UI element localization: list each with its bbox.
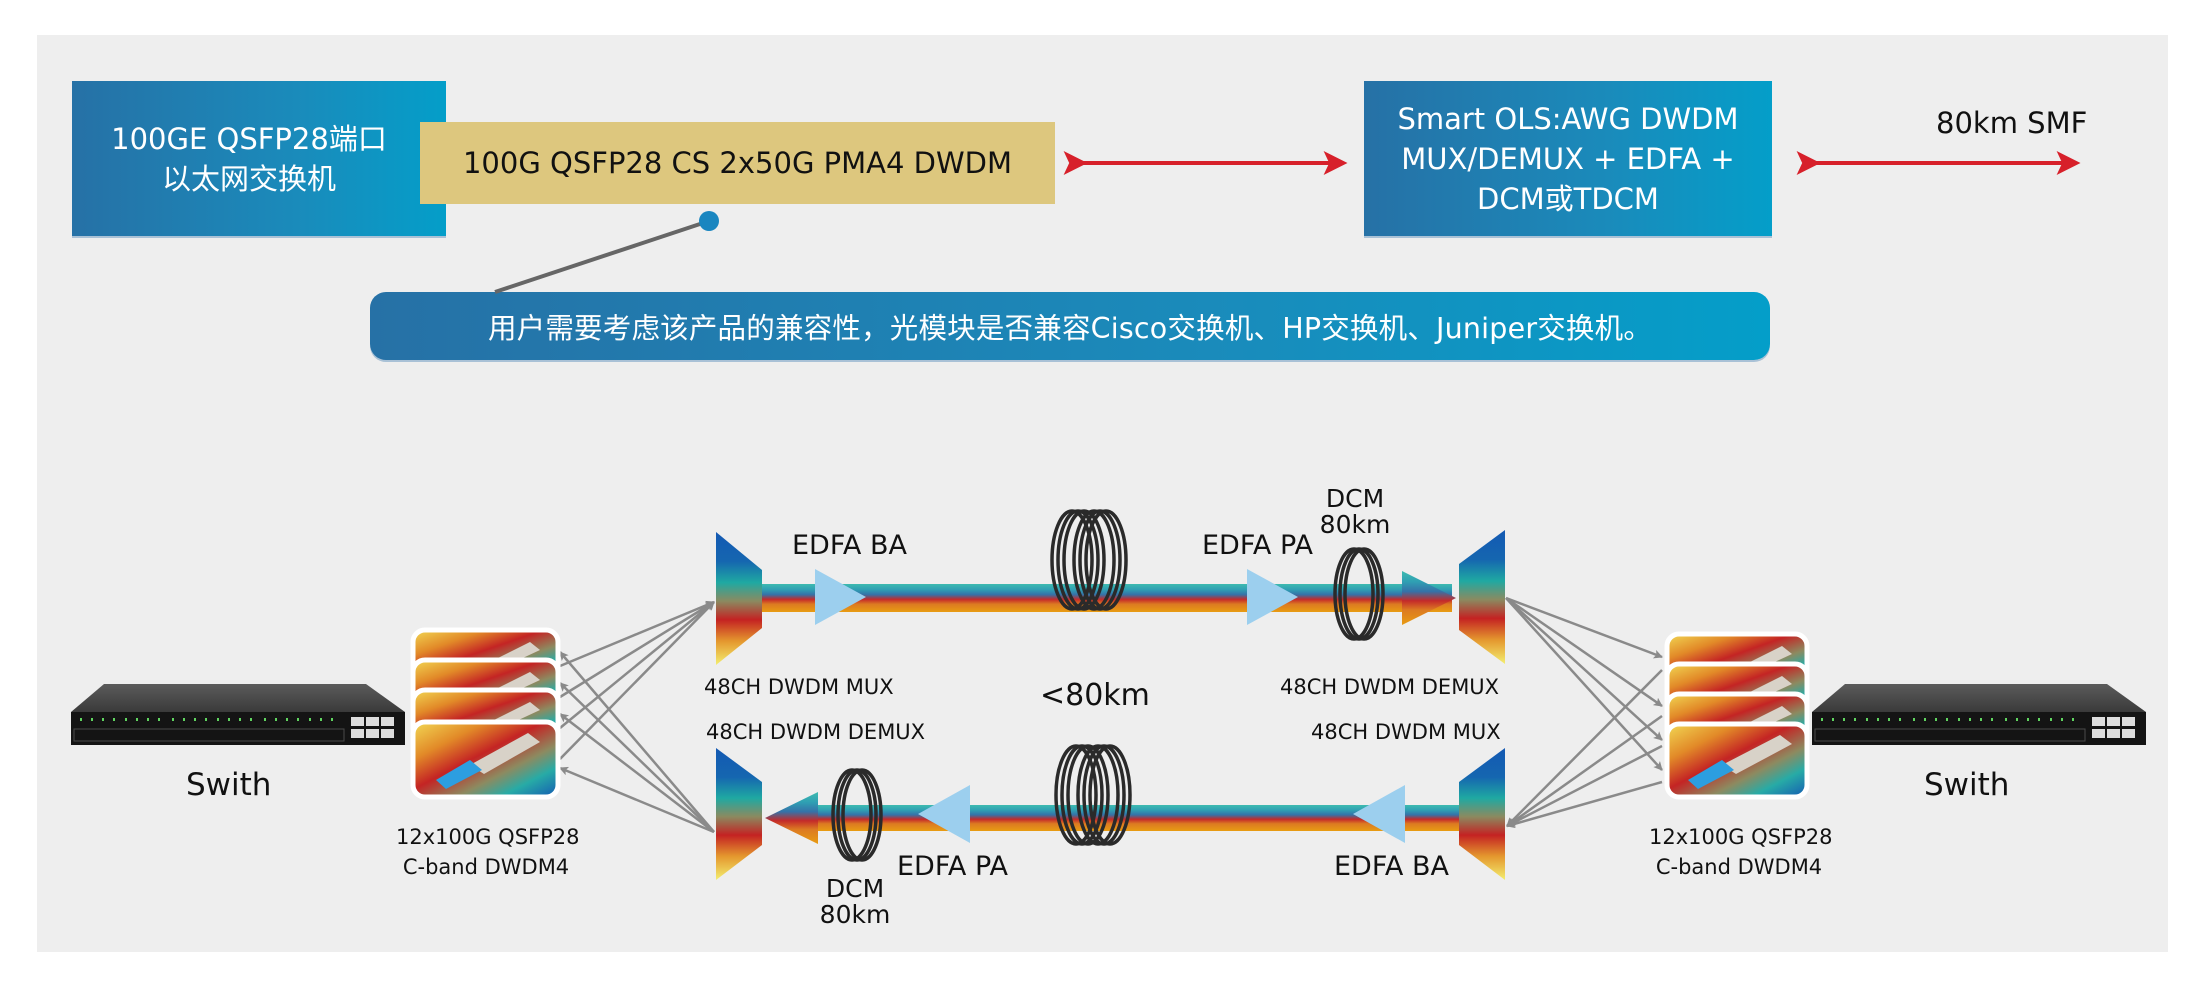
right-connectors xyxy=(1505,596,1663,829)
left-switch-label: Swith xyxy=(186,767,272,803)
right-mux-icon xyxy=(1459,748,1505,880)
ethernet-switch-box: 100GE QSFP28端口 以太网交换机 xyxy=(72,81,446,236)
smart-ols-line3: DCM或TDCM xyxy=(1477,181,1659,216)
lower-edfa-ba-icon xyxy=(1353,785,1405,843)
right-modules-label-line2: C-band DWDM4 xyxy=(1655,855,1823,879)
right-switch-icon xyxy=(1812,684,2146,745)
lower-right-device-label: 48CH DWDM MUX xyxy=(1311,720,1501,744)
ethernet-switch-line1: 100GE QSFP28端口 xyxy=(111,121,387,156)
left-mux-icon xyxy=(716,532,762,665)
lower-left-device-label: 48CH DWDM DEMUX xyxy=(706,720,926,744)
fiber-length-label: 80km SMF xyxy=(1936,106,2088,140)
left-modules-label: 12x100G QSFP28 C-band DWDM4 xyxy=(396,822,580,882)
upper-edfa-pa-label: EDFA PA xyxy=(1202,530,1313,561)
upper-dcm-label-line2: 80km xyxy=(1319,510,1391,539)
callout-connector xyxy=(494,211,719,294)
right-demux-icon xyxy=(1459,530,1505,664)
right-module-stack xyxy=(1664,631,1810,800)
lower-dcm-label: DCM 80km xyxy=(816,876,894,928)
smart-ols-box: Smart OLS:AWG DWDM MUX/DEMUX + EDFA + DC… xyxy=(1364,81,1772,236)
right-modules-label-line1: 12x100G QSFP28 xyxy=(1649,825,1833,849)
lower-fiber-arrowhead xyxy=(765,792,818,844)
qsfp28-module-icon xyxy=(410,719,561,800)
ethernet-switch-line2: 以太网交换机 xyxy=(161,161,336,196)
lower-edfa-ba-label: EDFA BA xyxy=(1334,851,1449,882)
lower-dcm-label-line1: DCM xyxy=(825,874,885,903)
lower-fiber-spool-icon xyxy=(1054,744,1132,846)
lower-edfa-pa-icon xyxy=(918,785,970,843)
upper-fiber-spool-icon xyxy=(1050,509,1128,611)
left-switch-icon xyxy=(71,684,405,745)
span-length-label: <80km xyxy=(1040,678,1150,713)
upper-edfa-ba-label: EDFA BA xyxy=(792,530,907,561)
upper-fiber-arrowhead xyxy=(1402,571,1456,625)
qsfp28-module-box: 100G QSFP28 CS 2x50G PMA4 DWDM xyxy=(420,122,1055,204)
lower-dcm-label-line2: 80km xyxy=(819,900,891,929)
upper-dcm-label: DCM 80km xyxy=(1316,486,1394,538)
upper-dcm-label-line1: DCM xyxy=(1325,484,1385,513)
left-modules-label-line2: C-band DWDM4 xyxy=(402,855,570,879)
upper-dcm-spool-icon xyxy=(1333,547,1385,641)
upper-left-device-label: 48CH DWDM MUX xyxy=(704,675,894,699)
compatibility-callout: 用户需要考虑该产品的兼容性，光模块是否兼容Cisco交换机、HP交换机、Juni… xyxy=(370,292,1770,360)
left-modules-label-line1: 12x100G QSFP28 xyxy=(396,825,580,849)
left-demux-icon xyxy=(716,748,762,880)
compatibility-callout-text: 用户需要考虑该产品的兼容性，光模块是否兼容Cisco交换机、HP交换机、Juni… xyxy=(487,311,1653,345)
smart-ols-line1: Smart OLS:AWG DWDM xyxy=(1397,101,1739,136)
left-module-stack xyxy=(410,627,561,800)
smart-ols-line2: MUX/DEMUX + EDFA + xyxy=(1401,141,1735,176)
upper-edfa-ba-icon xyxy=(815,569,866,625)
lower-edfa-pa-label: EDFA PA xyxy=(897,851,1008,882)
callout-anchor-dot xyxy=(699,211,719,231)
upper-right-device-label: 48CH DWDM DEMUX xyxy=(1280,675,1500,699)
right-modules-label: 12x100G QSFP28 C-band DWDM4 xyxy=(1649,822,1833,882)
right-switch-label: Swith xyxy=(1924,767,2010,803)
upper-edfa-pa-icon xyxy=(1247,569,1298,625)
qsfp28-module-icon xyxy=(1664,721,1810,800)
lower-fiber-band xyxy=(818,805,1460,831)
left-connectors xyxy=(559,600,715,834)
lower-dcm-spool-icon xyxy=(831,768,883,862)
qsfp28-module-label: 100G QSFP28 CS 2x50G PMA4 DWDM xyxy=(462,146,1013,180)
